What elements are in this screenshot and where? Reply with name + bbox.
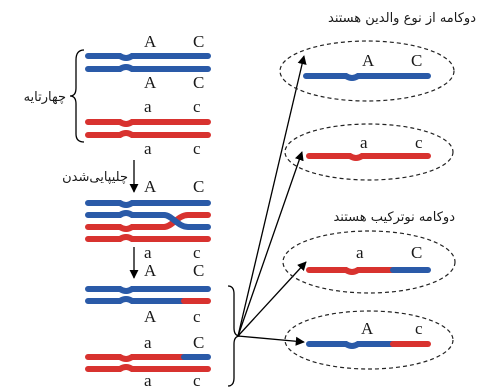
allele-C-result-red: C — [193, 333, 204, 352]
allele-c-result-lower: c — [193, 307, 201, 326]
gamete-ac-a: a — [360, 133, 368, 152]
result-blue-pair — [85, 286, 211, 304]
tetrad-label: چهارتایه — [24, 90, 66, 105]
result-red-pair — [85, 354, 211, 372]
allele-A-cross: A — [144, 177, 157, 196]
allele-C-cross: C — [193, 177, 204, 196]
allele-a-lower: a — [144, 139, 152, 158]
allele-a-top: a — [144, 97, 152, 116]
allele-C-lower: C — [193, 73, 204, 92]
gamete-Ac-A: A — [361, 319, 374, 338]
allele-c-cross: c — [193, 243, 201, 262]
gamete-aC-chromatid — [306, 267, 431, 275]
gamete-ac-ellipse — [284, 123, 454, 181]
gamete-Ac-c: c — [415, 319, 423, 338]
crossing-over-label: چلیپایی‌شدن — [62, 170, 128, 185]
allele-a-cross: a — [144, 243, 152, 262]
parental-label: دوکامه از نوع والدین هستند — [328, 11, 476, 26]
allele-c-lower: c — [193, 139, 201, 158]
gamete-Ac-ellipse — [284, 310, 454, 370]
allele-a-result-lower: a — [144, 371, 152, 389]
tetrad-red-pair — [85, 119, 211, 138]
gamete-AC-C: C — [411, 51, 422, 70]
gamete-arrows — [237, 55, 307, 346]
gamete-AC-chromatid — [303, 73, 431, 81]
tetrad-blue-pair — [85, 53, 211, 72]
tetrad-brace — [69, 49, 85, 143]
allele-A-result-lower: A — [144, 307, 157, 326]
gamete-aC-C: C — [411, 243, 422, 262]
allele-C-top: C — [193, 32, 204, 51]
gamete-aC-ellipse — [282, 230, 456, 294]
gamete-aC-a: a — [356, 243, 364, 262]
gamete-ac-c: c — [415, 133, 423, 152]
allele-c-top: c — [193, 97, 201, 116]
allele-A-top: A — [144, 32, 157, 51]
crossing-over-chromatids — [85, 200, 211, 242]
allele-C-result: C — [193, 261, 204, 280]
gamete-ac-chromatid — [306, 153, 431, 161]
allele-A-lower: A — [144, 73, 157, 92]
gamete-AC-ellipse — [279, 40, 455, 102]
recombinant-label: دوکامه نوترکیب هستند — [333, 210, 455, 225]
allele-a-result: a — [144, 333, 152, 352]
gamete-Ac-chromatid — [306, 341, 431, 349]
gamete-AC-A: A — [362, 51, 375, 70]
allele-A-result: A — [144, 261, 157, 280]
allele-c-result-red-lower: c — [193, 371, 201, 389]
